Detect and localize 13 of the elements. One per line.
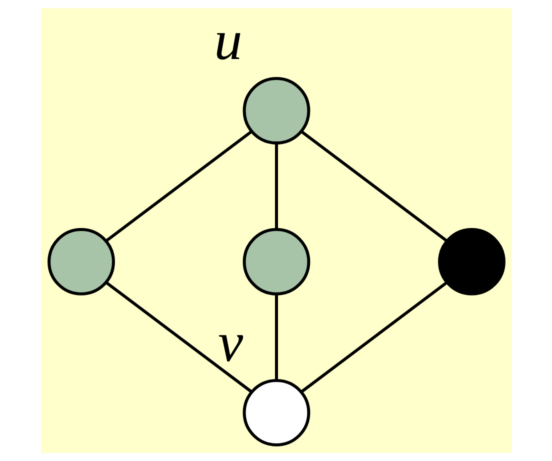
node-circle — [47, 228, 114, 296]
connector — [104, 130, 252, 242]
node-label: v — [218, 312, 243, 374]
connector — [300, 130, 448, 242]
node-circle — [242, 228, 310, 296]
connector — [274, 143, 278, 230]
node-label: u — [214, 10, 242, 72]
connector — [274, 294, 278, 380]
node-circle — [242, 378, 310, 446]
connector — [105, 282, 252, 394]
connector — [300, 282, 447, 394]
node-circle — [438, 228, 505, 296]
node-circle — [242, 77, 310, 144]
